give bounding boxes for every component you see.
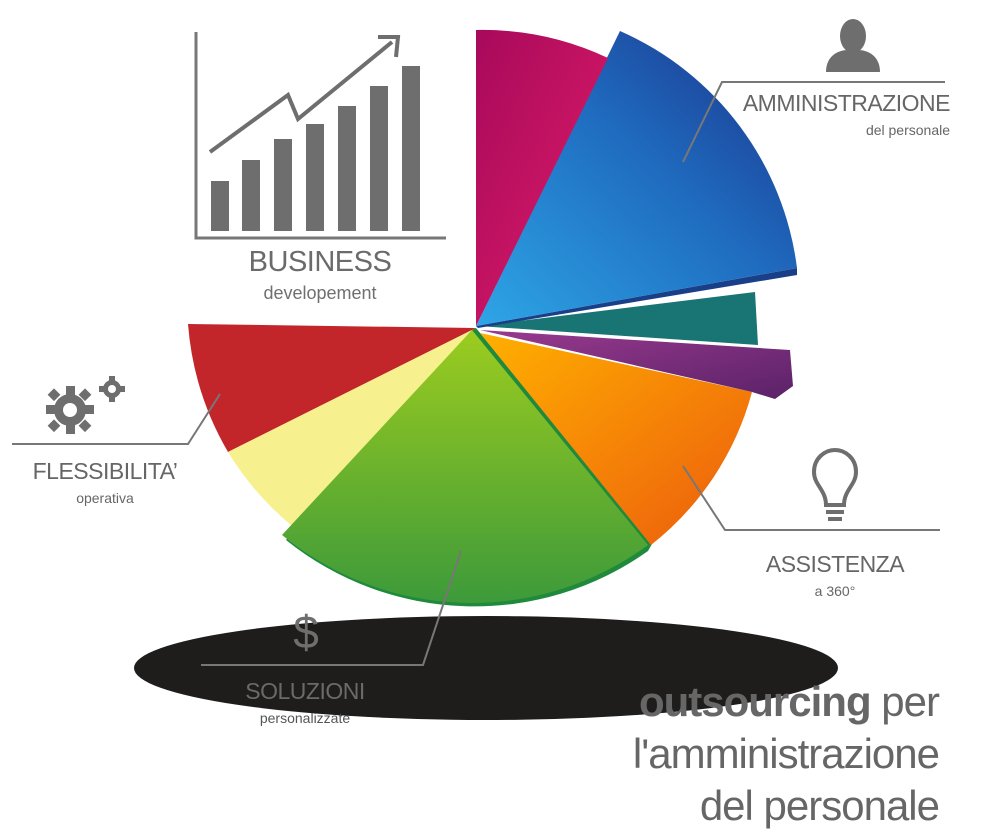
headline: outsourcing per l'amministrazione del pe… [632,676,940,832]
slice-orange [480,333,752,545]
bar-chart-icon [194,32,446,240]
leader-lines [12,81,945,666]
slice-yellow [228,328,476,526]
headline-bold: outsourcing [638,678,872,725]
headline-line2: l'amministrazione [632,730,940,777]
business-subtitle: developement [263,283,377,303]
assistenza-title: ASSISTENZA [765,551,905,577]
person-icon [826,19,880,72]
slice-red [188,324,476,452]
headline-line1: outsourcing per [633,676,940,728]
slice-purple [480,330,793,399]
slice-blue-edge [476,268,797,328]
flessibilita-subtitle: operativa [76,490,134,506]
flessibilita-title: FLESSIBILITA’ [32,458,178,484]
label-soluzioni: SOLUZIONI personalizzate [205,678,405,726]
soluzioni-subtitle: personalizzate [259,710,351,726]
pie-chart [188,29,797,607]
gears-icon [46,376,125,434]
slice-green [282,330,648,603]
soluzioni-title: SOLUZIONI [245,678,365,704]
slice-blue [476,31,797,326]
slice-magenta [476,29,608,327]
label-business: BUSINESS developement [210,246,430,304]
label-amministrazione: AMMINISTRAZIONE del personale [700,90,951,138]
headline-line1-rest: per [870,678,940,725]
slice-teal [478,292,758,345]
amministrazione-subtitle: del personale [865,122,950,138]
dollar-icon: $ [293,606,319,658]
lightbulb-icon [811,447,859,521]
amministrazione-title: AMMINISTRAZIONE [742,90,951,116]
label-assistenza: ASSISTENZA a 360° [720,551,950,599]
label-flessibilita: FLESSIBILITA’ operativa [10,458,200,506]
pie-shadow [134,616,838,720]
headline-line3: del personale [699,782,940,829]
business-title: BUSINESS [248,246,392,278]
assistenza-subtitle: a 360° [814,583,856,599]
